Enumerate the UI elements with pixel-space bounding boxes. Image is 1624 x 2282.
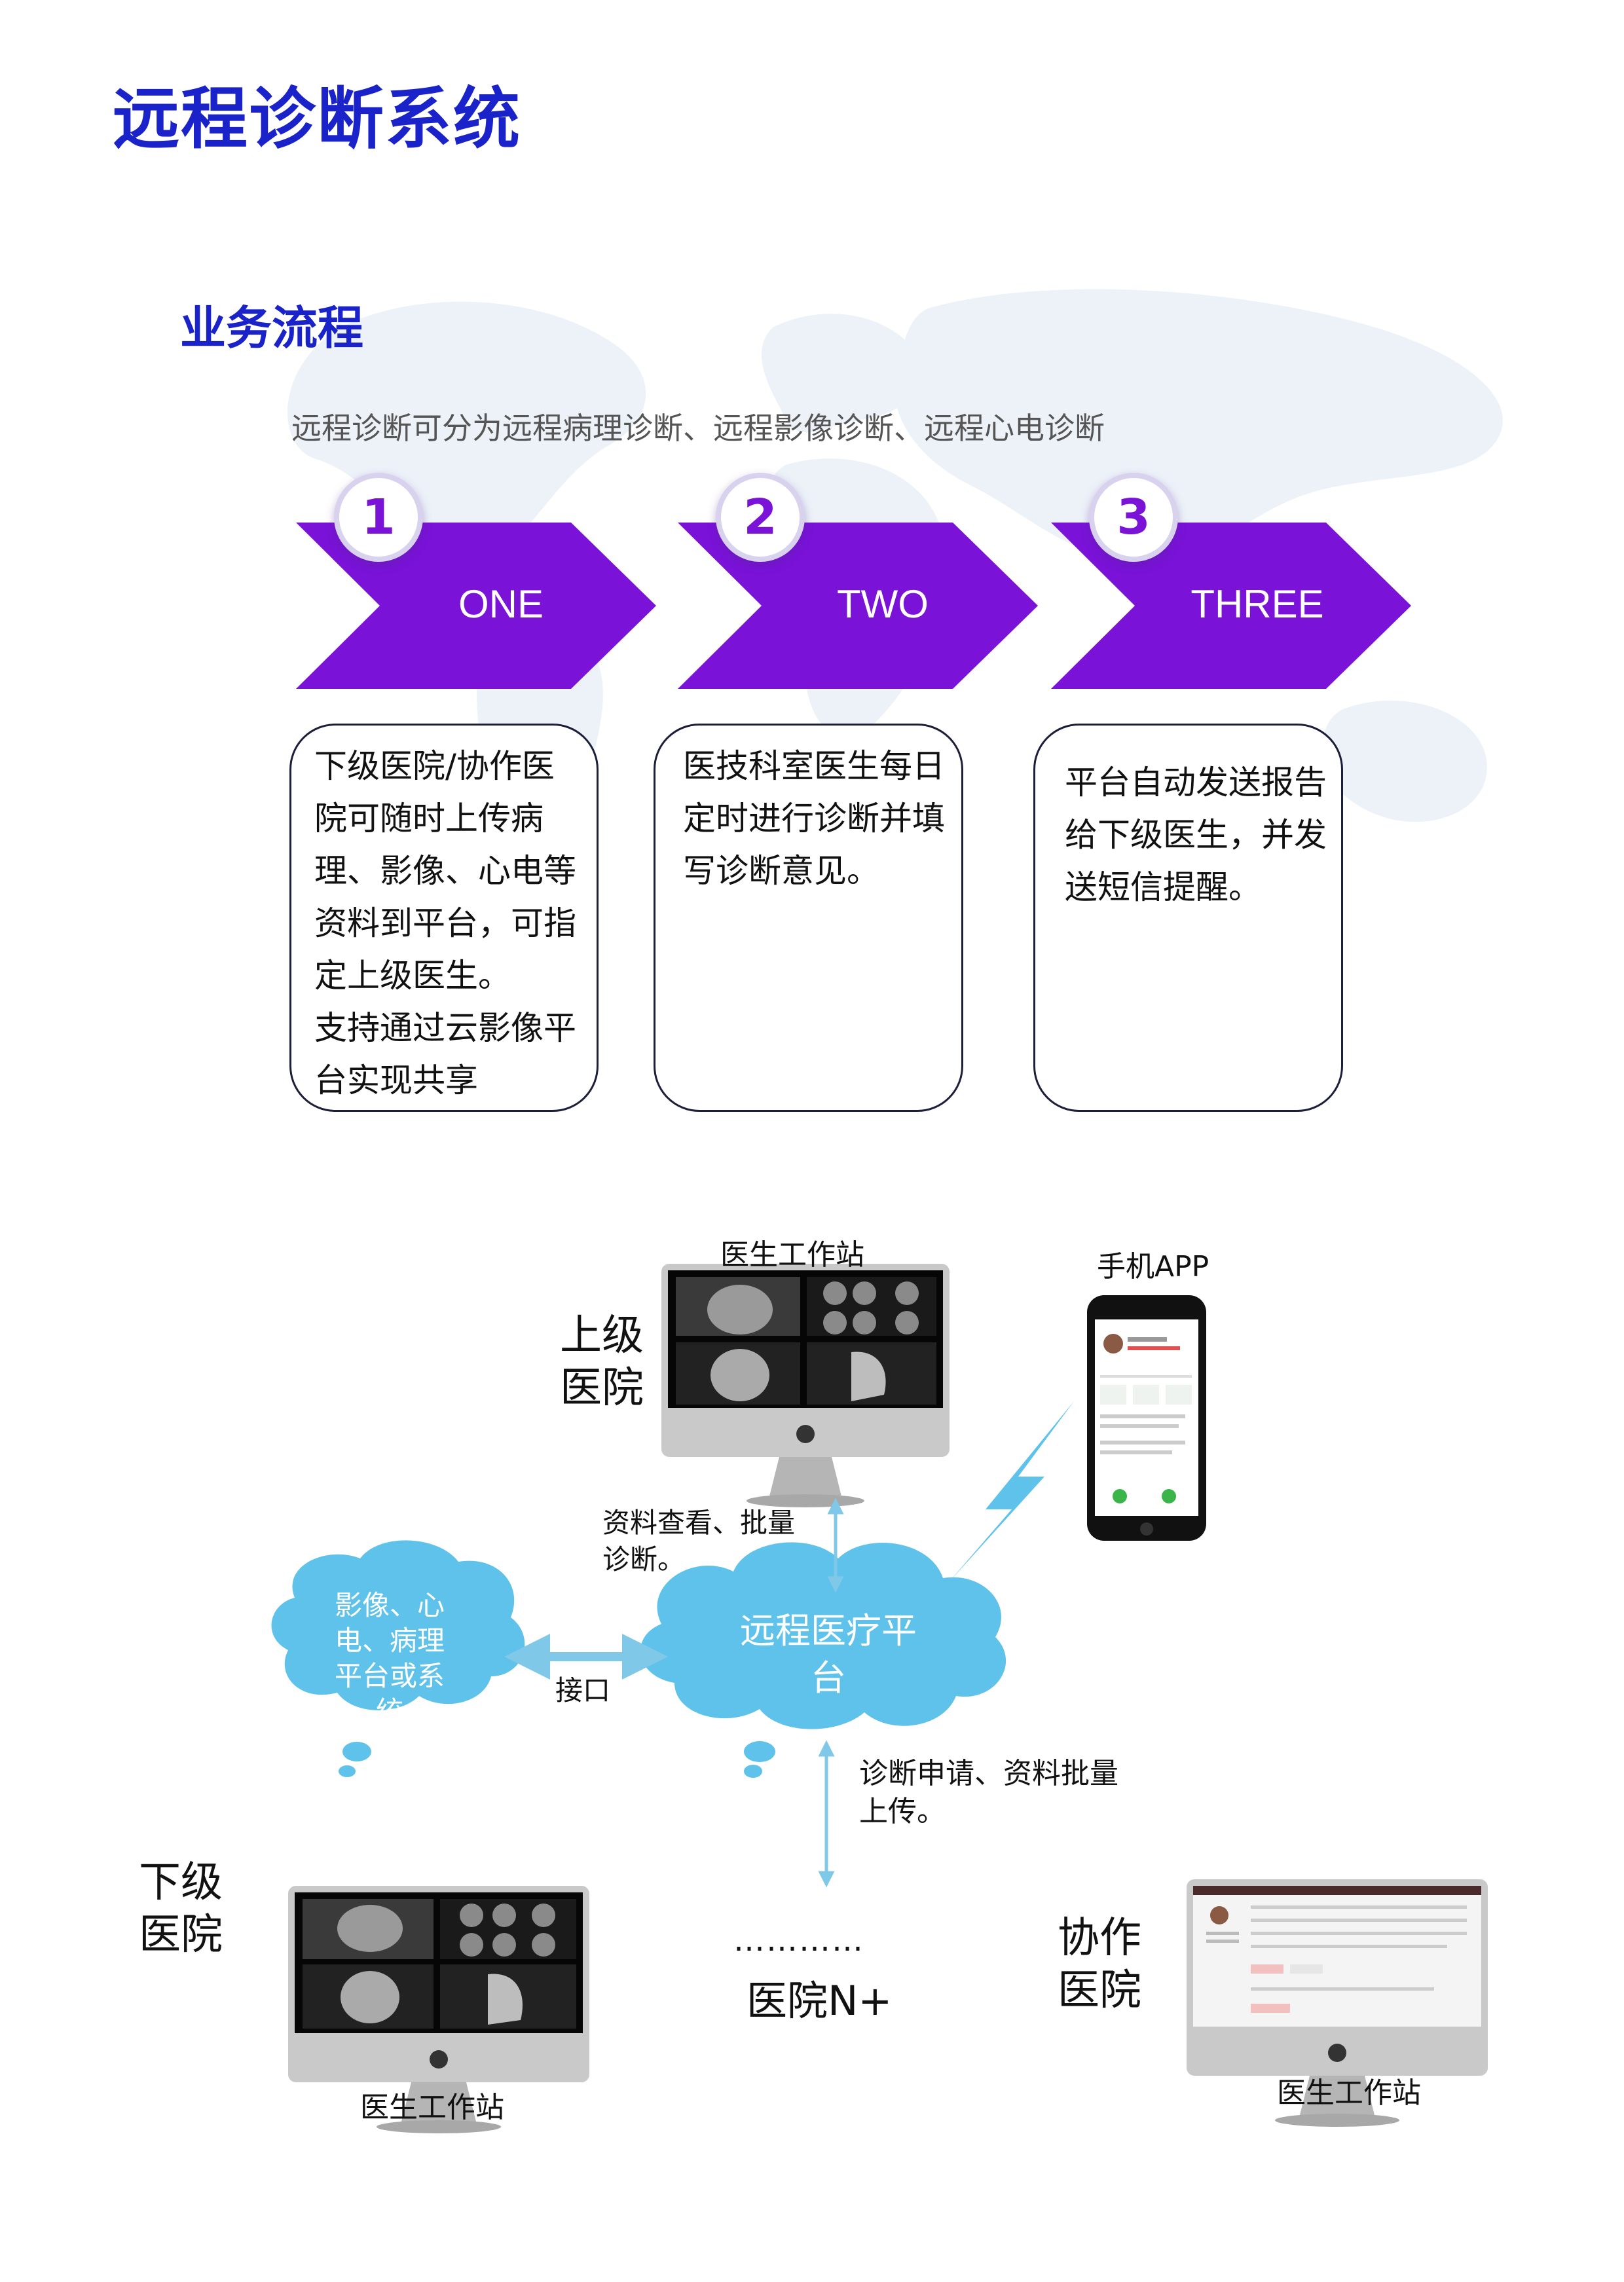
step-2-box (654, 724, 963, 1112)
step-1-label: ONE (458, 582, 544, 626)
step-3-label: THREE (1190, 582, 1324, 626)
lower-hospital-label: 下级 医院 (139, 1858, 223, 1959)
view-label: 资料查看、批量 诊断。 (602, 1507, 796, 1575)
step-1-number: 1 (334, 473, 423, 562)
more-hospitals-dots: ………… (733, 1922, 864, 1959)
process-chevrons (296, 523, 1411, 689)
partner-workstation-monitor (1187, 1879, 1488, 2127)
external-system-cloud (271, 1540, 525, 1777)
step-1-box (289, 724, 599, 1112)
wireless-signal-icon (950, 1401, 1074, 1581)
section-title: 业务流程 (180, 301, 363, 355)
network-diagram (271, 1264, 1488, 2133)
step-2-number: 2 (716, 473, 805, 562)
upper-workstation-label: 医生工作站 (720, 1238, 864, 1272)
platform-label: 远程医疗平 台 (740, 1610, 917, 1699)
step-2-text: 医技科室医生每日 定时进行诊断并填 写诊断意见。 (683, 747, 945, 890)
step-3-box (1033, 724, 1343, 1112)
upper-hospital-label: 上级 医院 (560, 1312, 644, 1412)
step-2-label: TWO (837, 582, 929, 626)
chevron-3 (1051, 523, 1411, 689)
subtitle: 远程诊断可分为远程病理诊断、远程影像诊断、远程心电诊断 (291, 411, 1105, 446)
interface-label: 接口 (555, 1674, 611, 1706)
lower-workstation-label: 医生工作站 (360, 2091, 504, 2124)
upload-label: 诊断申请、资料批量 上传。 (859, 1757, 1118, 1828)
mobile-app-label: 手机APP (1097, 1250, 1209, 1283)
partner-workstation-label: 医生工作站 (1277, 2076, 1421, 2110)
hospital-n-label: 医院N+ (747, 1977, 893, 2025)
platform-cloud (640, 1542, 1006, 1778)
step-1-text: 下级医院/协作医 院可随时上传病 理、影像、心电等 资料到平台，可指 定上级医生… (314, 747, 576, 1099)
chevron-2 (678, 523, 1038, 689)
step-3-number: 3 (1089, 473, 1178, 562)
chevron-1 (296, 523, 656, 689)
partner-hospital-label: 协作 医院 (1058, 1914, 1141, 2015)
lower-workstation-monitor (288, 1886, 589, 2133)
step-3-text: 平台自动发送报告 给下级医生，并发 送短信提醒。 (1065, 764, 1327, 906)
mobile-phone (1087, 1295, 1206, 1541)
upper-workstation-monitor (661, 1264, 950, 1507)
external-system-label: 影像、心 电、病理 平台或系 统 (334, 1589, 445, 1727)
page-title: 远程诊断系统 (113, 81, 521, 158)
